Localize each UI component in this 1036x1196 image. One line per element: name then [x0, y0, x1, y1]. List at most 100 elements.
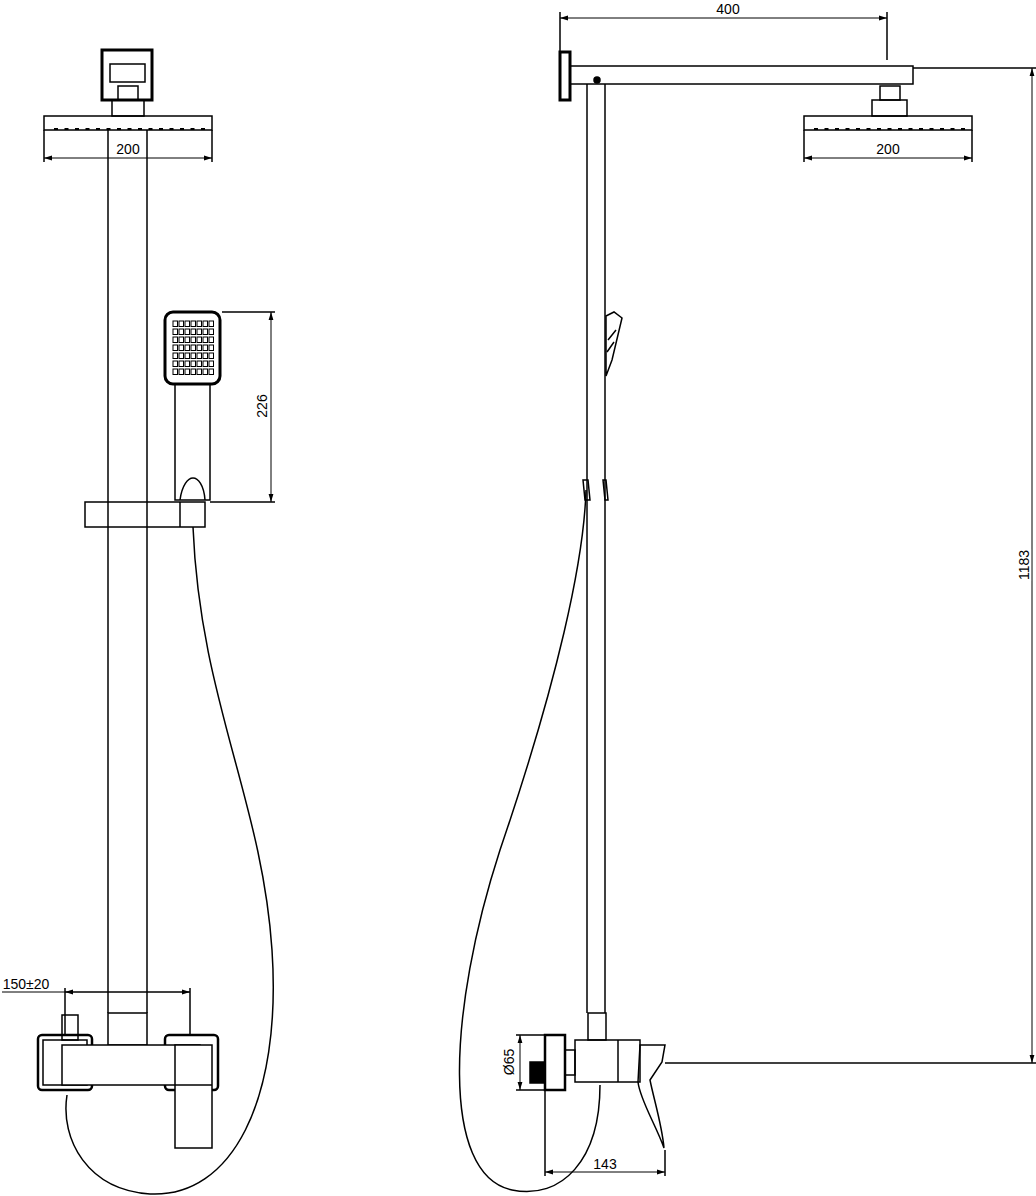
dimension-line: [2, 992, 190, 993]
mixer-valve: [588, 1013, 606, 1040]
hand-shower: [165, 312, 220, 384]
shower-pole: [108, 130, 147, 1013]
spray-cell: [179, 337, 184, 343]
rain-shower-head: [872, 100, 907, 116]
overhead-connector: [110, 64, 145, 82]
shower-drawing: [2, 12, 1036, 1194]
spray-cell: [197, 353, 202, 359]
spray-cell: [203, 337, 208, 343]
spray-cell: [191, 329, 196, 335]
nozzle-dot: [117, 128, 121, 130]
dimension-line: [665, 1062, 1036, 1064]
dimension-line: [2, 988, 190, 1035]
dimension-label: 226: [255, 393, 269, 418]
nozzle-dot: [75, 128, 79, 130]
nozzle-dot: [919, 128, 923, 130]
nozzle-dot: [951, 128, 955, 130]
nozzle-dot: [149, 128, 153, 130]
shower-pole: [107, 130, 109, 1013]
spray-cell: [185, 321, 190, 327]
spray-cell: [209, 345, 214, 351]
nozzle-dot: [201, 128, 205, 130]
nozzle-dot: [191, 128, 195, 130]
spray-cell: [197, 321, 202, 327]
dimension-line: [210, 312, 275, 502]
overhead-connector: [112, 100, 144, 116]
nozzle-dot: [170, 128, 174, 130]
dimension-line: [1032, 68, 1033, 1063]
nozzle-dot: [846, 128, 850, 130]
spray-cell: [209, 321, 214, 327]
spray-cell: [179, 353, 184, 359]
slide-bracket: [179, 502, 181, 527]
spray-cell: [173, 337, 178, 343]
hand-shower: [583, 480, 608, 500]
nozzle-dot: [940, 128, 944, 130]
spray-cell: [179, 321, 184, 327]
hand-shower: [165, 312, 220, 500]
rain-shower-head: [44, 116, 212, 130]
hand-shower: [607, 330, 616, 352]
spray-cell: [173, 321, 178, 327]
spray-cell: [197, 361, 202, 367]
nozzle-dot: [909, 128, 913, 130]
spray-cell: [191, 369, 196, 375]
dimension-line: [516, 1035, 545, 1090]
dimension-line: [804, 158, 972, 159]
overhead-connector: [102, 50, 152, 100]
rain-shower-head: [814, 128, 965, 130]
dimension-label: 200: [875, 142, 900, 156]
dimension-label: 143: [592, 1157, 617, 1171]
dimension-line: [189, 988, 191, 1035]
nozzle-dot: [835, 128, 839, 130]
wall-arm: [560, 52, 570, 100]
spray-cell: [203, 321, 208, 327]
dimension-line: [271, 312, 272, 502]
spray-cell: [197, 337, 202, 343]
spray-cell: [209, 337, 214, 343]
dimension-line: [65, 992, 190, 993]
nozzle-dot: [138, 128, 142, 130]
dimension-line: [210, 501, 275, 503]
spray-cell: [173, 345, 178, 351]
spray-cell: [179, 329, 184, 335]
mixer-valve: [530, 1013, 665, 1148]
slide-bracket: [85, 502, 205, 527]
rain-shower-head: [804, 116, 972, 130]
hand-shower: [173, 321, 214, 375]
dimension-line: [560, 18, 887, 19]
spray-cell: [173, 329, 178, 335]
nozzle-dot: [898, 128, 902, 130]
mixer-valve: [565, 1050, 575, 1075]
hand-shower: [175, 384, 210, 500]
spray-cell: [209, 361, 214, 367]
spray-cell: [185, 353, 190, 359]
dimension-label: 400: [715, 2, 740, 16]
hand-shower: [606, 312, 622, 376]
dimension-label: 150±20: [2, 977, 51, 991]
spray-cell: [173, 369, 178, 375]
spray-cell: [197, 345, 202, 351]
shower-pole: [146, 130, 148, 1013]
rain-shower-head: [880, 86, 900, 100]
spray-cell: [185, 369, 190, 375]
spray-cell: [191, 337, 196, 343]
dimension-line: [211, 130, 213, 162]
dimension-line: [520, 1035, 521, 1090]
mixer-valve: [638, 1045, 665, 1148]
nozzle-dot: [877, 128, 881, 130]
dimension-line: [665, 68, 1036, 1063]
overhead-connector: [102, 50, 152, 116]
spray-cell: [197, 329, 202, 335]
spray-cell: [185, 329, 190, 335]
dimension-line: [803, 130, 805, 162]
mixer-valve: [175, 1084, 212, 1086]
dimension-line: [43, 130, 45, 162]
shower-pole: [604, 84, 606, 1013]
shower-pole: [586, 84, 588, 1013]
dimension-line: [64, 988, 66, 1035]
spray-cell: [179, 369, 184, 375]
rain-shower-head: [804, 86, 972, 130]
mixer-valve: [175, 1045, 212, 1148]
